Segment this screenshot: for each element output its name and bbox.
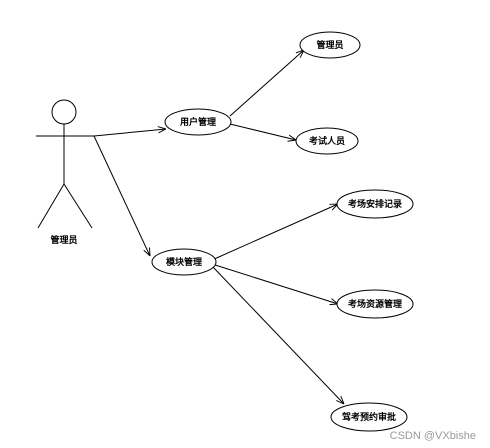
use-case-admin-label: 管理员 [316,39,343,51]
use-case-admin[interactable]: 管理员 [299,31,361,59]
use-case-room-resource[interactable]: 考场资源管理 [336,289,414,319]
use-case-booking-review-label: 驾考预约审批 [342,411,396,423]
actor-stick-figure [36,99,94,229]
use-case-examinee[interactable]: 考试人员 [295,127,359,155]
actor-right-leg [63,183,93,229]
use-case-user-mgmt[interactable]: 用户管理 [164,108,232,136]
edge-module-room-resource [211,263,338,304]
use-case-module-mgmt-label: 模块管理 [166,256,202,268]
edge-actor-user-mgmt [93,129,166,137]
edge-user-mgmt-admin [229,50,304,117]
use-case-examinee-label: 考试人员 [309,135,345,147]
actor-head [51,99,77,125]
use-case-booking-review[interactable]: 驾考预约审批 [330,402,408,432]
edge-actor-module-mgmt [93,135,150,256]
edge-user-mgmt-examinee [229,123,296,140]
use-case-user-mgmt-label: 用户管理 [179,116,216,128]
use-case-module-mgmt[interactable]: 模块管理 [151,248,217,276]
actor-label: 管理员 [50,234,77,246]
actor-left-leg [37,183,65,229]
edge-module-booking-review [211,265,344,404]
use-case-room-schedule[interactable]: 考场安排记录 [336,189,414,219]
edge-module-room-schedule [211,204,338,261]
use-case-room-schedule-label: 考场安排记录 [348,198,402,210]
watermark: CSDN @VXbishe [389,430,476,442]
use-case-room-resource-label: 考场资源管理 [348,298,402,310]
